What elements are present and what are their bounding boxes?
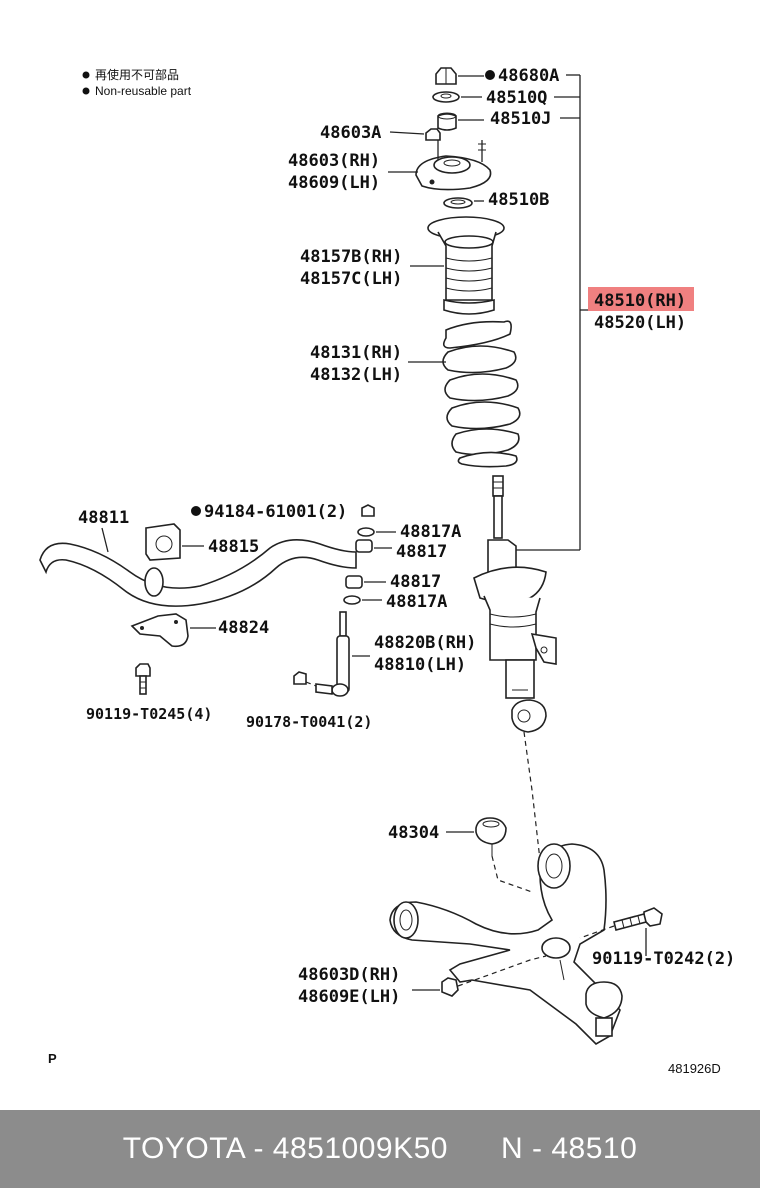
link-nut-part [191,504,375,517]
label-48810LH: 48810(LH) [374,655,466,675]
label-48817A-lower: 48817A [386,592,447,612]
stabilizer-link-part [315,611,370,697]
label-48131RH: 48131(RH) [310,343,402,363]
stabilizer-bracket-part [130,613,216,648]
label-48603RH: 48603(RH) [288,151,380,171]
footer-reference: N - 48510 [501,1132,638,1165]
label-48817A-upper: 48817A [400,522,461,542]
label-48811: 48811 [78,508,129,528]
label-48603DRH: 48603D(RH) [298,965,400,985]
shock-absorber-part [473,475,557,733]
upper-nut-part [435,67,495,85]
footer-part-number: TOYOTA - 4851009K50 [122,1132,448,1165]
label-48132LH: 48132(LH) [310,365,402,385]
washer-part [432,91,482,103]
label-48824: 48824 [218,618,269,638]
mount-nut-part [389,128,441,141]
assembly-bracket [515,74,590,551]
lower-control-arm-part [389,843,623,1045]
label-48817-upper: 48817 [396,542,447,562]
label-48820BRH: 48820B(RH) [374,633,476,653]
upper-support-part [388,140,492,191]
label-90119-T0245: 90119-T0245(4) [86,705,212,723]
corner-p-mark: P [48,1051,57,1066]
legend: 再使用不可部品 Non-reusable part [82,67,192,98]
label-48603A: 48603A [320,123,381,143]
label-48510Q: 48510Q [486,88,547,108]
label-90178-T0041: 90178-T0041(2) [246,713,372,731]
label-48815: 48815 [208,537,259,557]
diagram-id: 481926D [668,1061,721,1076]
label-48520LH: 48520(LH) [594,313,686,333]
footer-bar: TOYOTA - 4851009K50 N - 48510 [0,1110,760,1188]
label-48510RH: 48510(RH) [594,291,686,311]
spacer-part [437,112,484,131]
stabilizer-bar-part [39,527,357,607]
label-94184-61001: 94184-61001(2) [204,502,347,522]
legend-jp-text: 再使用不可部品 [95,67,179,82]
link-cushion-part-2 [345,575,386,589]
link-cushion-part-1 [355,539,392,553]
lower-arm-bushing-part [446,817,533,893]
label-48609ELH: 48609E(LH) [298,987,400,1007]
label-90119-T0242: 90119-T0242(2) [592,949,735,969]
link-retainer-part-2 [343,595,382,605]
label-48680A: 48680A [498,66,559,86]
suspension-parts-diagram: 再使用不可部品 Non-reusable part 48680A 48510Q … [39,66,735,1076]
label-48510B: 48510B [488,190,549,210]
link-lower-nut-part [293,671,317,687]
label-48157BRH: 48157B(RH) [300,247,402,267]
bump-stop-boot-part [410,216,505,315]
label-48609LH: 48609(LH) [288,173,380,193]
label-48157CLH: 48157C(LH) [300,269,402,289]
lower-arm-bushing-small-part [412,955,547,997]
lower-arm-bolt-part [579,907,663,956]
label-48817-lower: 48817 [390,572,441,592]
legend-en-text: Non-reusable part [95,84,192,98]
coil-spring-part [408,320,521,468]
stabilizer-bushing-part [145,523,204,561]
highlight-box [588,287,694,311]
label-48510J: 48510J [490,109,551,129]
bracket-bolt-part [135,663,151,695]
link-retainer-part-1 [357,527,396,537]
bearing-part [443,197,484,209]
label-48304: 48304 [388,823,439,843]
